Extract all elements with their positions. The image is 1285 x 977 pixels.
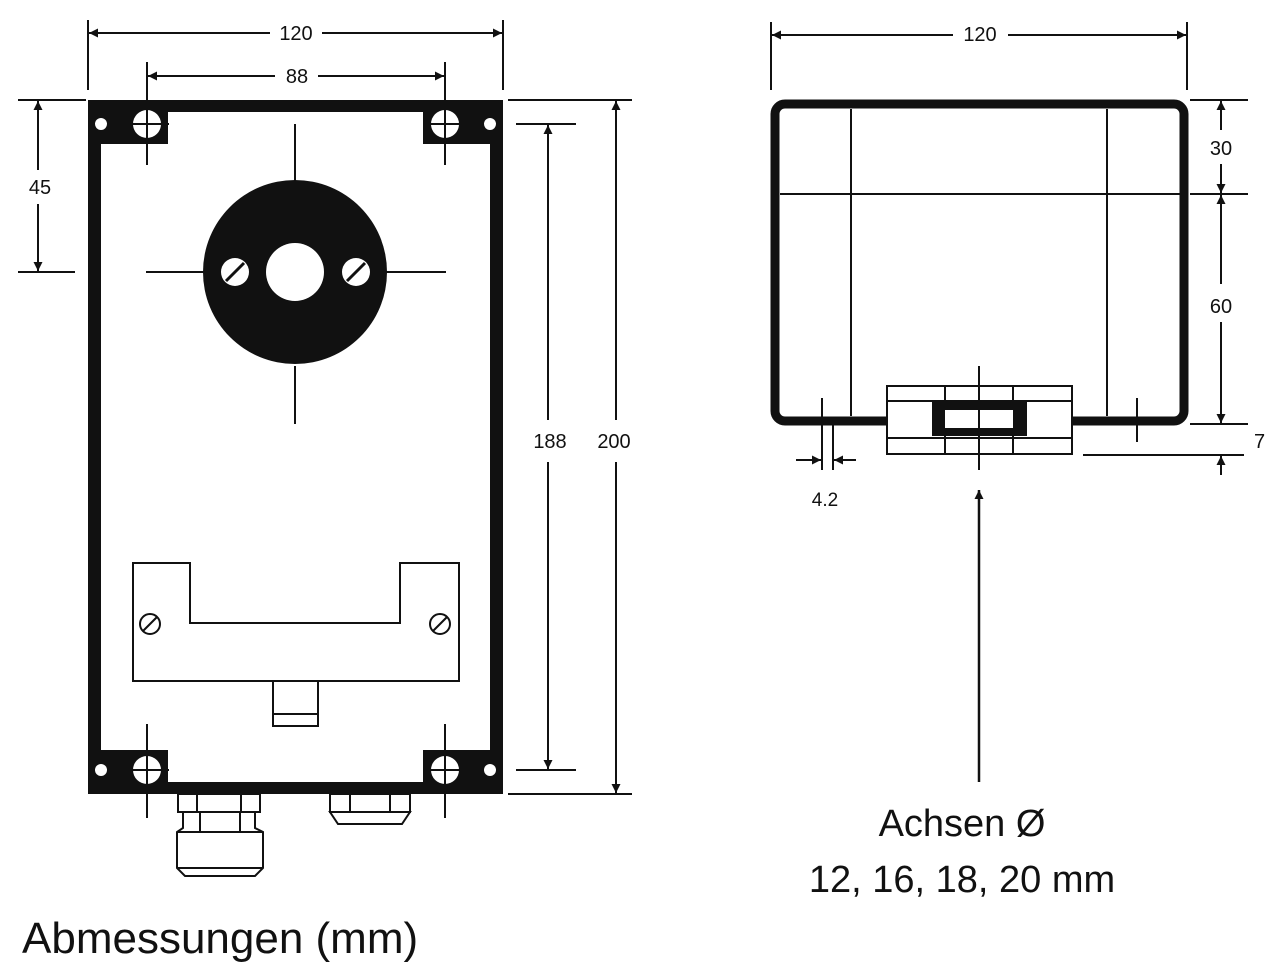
- dim-label-bottom-offset: 7: [1254, 431, 1265, 453]
- dim-side-30: [1190, 99, 1248, 195]
- dim-front-width: [87, 20, 504, 90]
- drawing-title: Abmessungen (mm): [22, 914, 418, 963]
- corner-block-bottom-right: [423, 750, 503, 794]
- dim-label-slot-width: 4.2: [812, 490, 838, 511]
- dim-label-top-to-center: 45: [29, 177, 51, 199]
- cable-gland-right: [328, 793, 412, 825]
- dim-side-60: [1190, 195, 1248, 425]
- dim-label-side-width: 120: [963, 24, 996, 46]
- dim-front-200: [508, 99, 632, 795]
- shaft-disc: [146, 124, 446, 424]
- dim-label-front-width: 120: [279, 23, 312, 45]
- dim-front-45: [18, 99, 86, 273]
- dim-label-overall-height: 200: [597, 431, 630, 453]
- cable-gland-left: [176, 793, 264, 877]
- axis-note-line1: Achsen Ø: [879, 803, 1046, 845]
- axis-note-line2: 12, 16, 18, 20 mm: [809, 859, 1115, 901]
- corner-block-top-left: [88, 100, 168, 144]
- corner-block-top-right: [423, 100, 503, 144]
- dim-front-188: [516, 123, 576, 771]
- front-view: [18, 20, 632, 877]
- dim-side-7: [1083, 454, 1244, 475]
- shaft-coupling: [886, 366, 1073, 470]
- dim-label-inner-height: 188: [533, 431, 566, 453]
- hole-crosshairs: [125, 62, 467, 818]
- dim-side-width: [770, 22, 1188, 90]
- dim-label-hole-spacing: 88: [286, 66, 308, 88]
- side-view: [770, 22, 1248, 782]
- dim-label-top-section: 30: [1210, 138, 1232, 160]
- corner-block-bottom-left: [88, 750, 168, 794]
- dim-label-middle-section: 60: [1210, 296, 1232, 318]
- mounting-bracket: [132, 562, 460, 727]
